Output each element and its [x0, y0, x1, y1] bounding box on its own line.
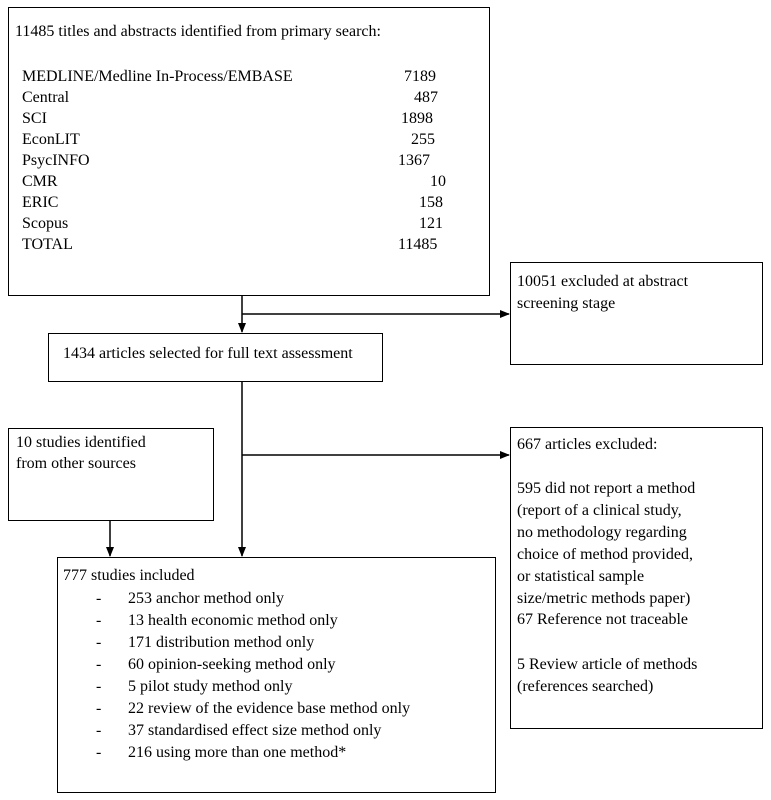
- abstract-excluded-box: 10051 excluded at abstract screening sta…: [510, 262, 763, 365]
- included-item: 60 opinion-seeking method only: [128, 656, 336, 673]
- excluded-reason1-line1: 595 did not report a method: [517, 480, 696, 497]
- excluded-reason1-line5: or statistical sample: [517, 568, 645, 585]
- included-item: 22 review of the evidence base method on…: [128, 700, 411, 717]
- included-item: 5 pilot study method only: [128, 678, 293, 695]
- source-name-central: Central: [22, 89, 70, 106]
- source-name-cmr: CMR: [22, 173, 58, 190]
- source-count-sci: 1898: [401, 110, 433, 127]
- excluded-reason3-line1: 5 Review article of methods: [517, 656, 698, 673]
- included-bullet: -: [96, 678, 102, 695]
- included-bullet: -: [96, 700, 102, 717]
- included-item: 171 distribution method only: [128, 634, 315, 651]
- included-item: 253 anchor method only: [128, 590, 284, 607]
- source-name-scopus: Scopus: [22, 215, 69, 232]
- included-box: 777 studies included - 253 anchor method…: [57, 557, 496, 793]
- included-bullet: -: [96, 744, 102, 761]
- primary-search-box: 11485 titles and abstracts identified fr…: [8, 7, 490, 296]
- included-item: 13 health economic method only: [128, 612, 338, 629]
- excluded-heading: 667 articles excluded:: [517, 436, 658, 453]
- source-count-central: 487: [414, 89, 438, 106]
- full-text-excluded-box: 667 articles excluded: 595 did not repor…: [510, 427, 763, 729]
- source-name-medline: MEDLINE/Medline In-Process/EMBASE: [22, 68, 293, 85]
- included-heading: 777 studies included: [63, 567, 195, 584]
- excluded-reason3-line2: (references searched): [517, 678, 654, 695]
- excluded-reason1-line4: choice of method provided,: [517, 546, 693, 563]
- source-name-psycinfo: PsycINFO: [22, 152, 90, 169]
- source-count-psycinfo: 1367: [398, 152, 430, 169]
- source-count-eric: 158: [419, 194, 443, 211]
- excluded-reason1-line6: size/metric methods paper): [517, 590, 691, 607]
- primary-search-heading: 11485 titles and abstracts identified fr…: [15, 23, 381, 40]
- source-count-scopus: 121: [419, 215, 443, 232]
- source-name-eric: ERIC: [22, 194, 59, 211]
- source-count-medline: 7189: [404, 68, 436, 85]
- included-bullet: -: [96, 656, 102, 673]
- excluded-reason2: 67 Reference not traceable: [517, 611, 689, 628]
- included-bullet: -: [96, 722, 102, 739]
- excluded-reason1-line3: no methodology regarding: [517, 524, 687, 541]
- source-count-total: 11485: [398, 236, 438, 253]
- full-text-box: 1434 articles selected for full text ass…: [48, 333, 383, 382]
- source-name-econlit: EconLIT: [22, 131, 80, 148]
- source-count-cmr: 10: [430, 173, 446, 190]
- abstract-excluded-line1: 10051 excluded at abstract: [517, 273, 689, 290]
- included-item: 216 using more than one method*: [128, 744, 347, 761]
- included-bullet: -: [96, 634, 102, 651]
- other-sources-box: 10 studies identified from other sources: [8, 428, 214, 521]
- included-item: 37 standardised effect size method only: [128, 722, 382, 739]
- source-name-sci: SCI: [22, 110, 47, 127]
- excluded-reason1-line2: (report of a clinical study,: [517, 502, 682, 519]
- included-bullet: -: [96, 612, 102, 629]
- other-sources-line1: 10 studies identified: [16, 434, 146, 451]
- included-bullet: -: [96, 590, 102, 607]
- full-text-label: 1434 articles selected for full text ass…: [63, 345, 353, 362]
- source-name-total: TOTAL: [22, 236, 73, 253]
- other-sources-line2: from other sources: [16, 455, 136, 472]
- abstract-excluded-line2: screening stage: [517, 295, 616, 312]
- source-count-econlit: 255: [411, 131, 435, 148]
